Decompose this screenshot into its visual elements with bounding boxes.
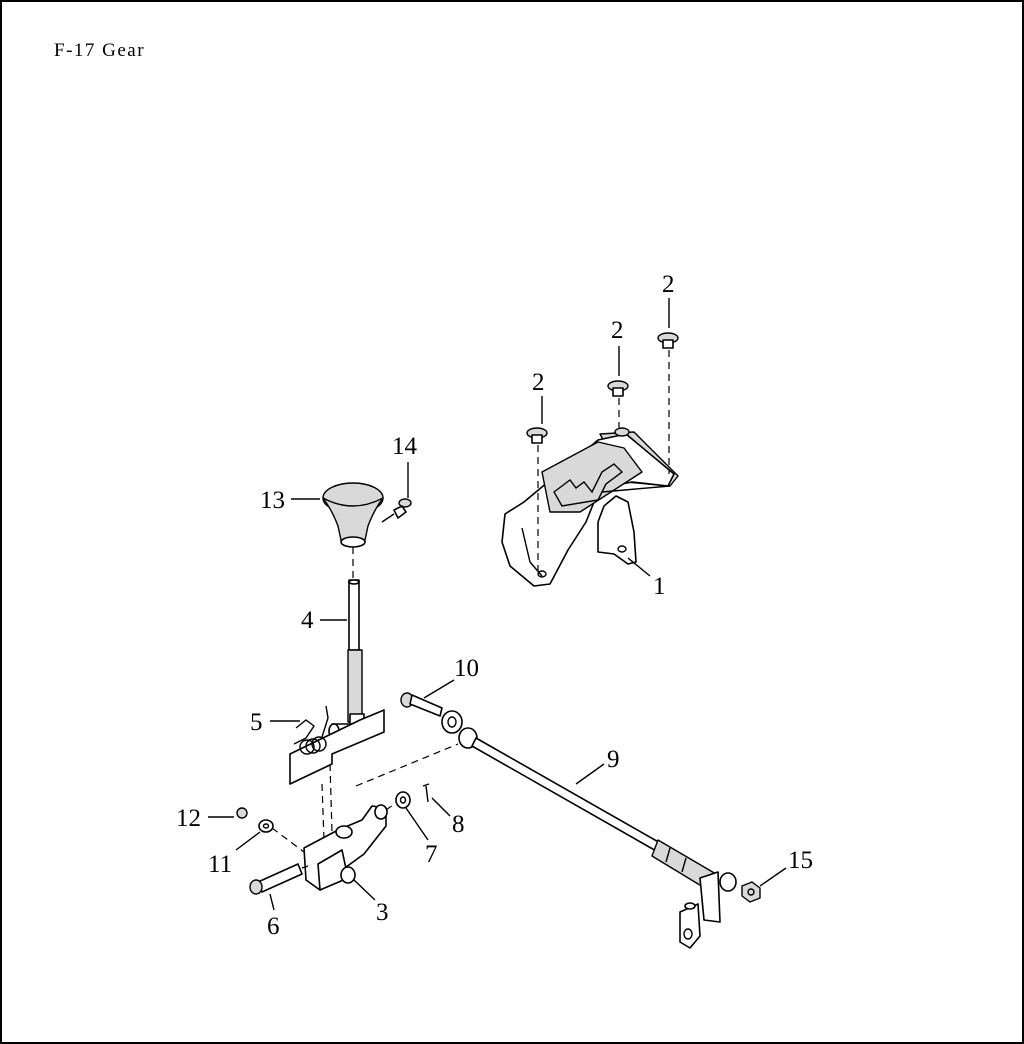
rod-end-nut (741, 881, 761, 903)
shift-lever (328, 547, 365, 739)
callout-7: 7 (425, 841, 438, 868)
callout-11: 11 (208, 851, 232, 878)
callout-2-middle: 2 (611, 317, 624, 344)
callout-2-right: 2 (662, 271, 675, 298)
pivot-bolt (249, 863, 309, 895)
shift-gate-cover (501, 431, 679, 587)
callout-8: 8 (452, 811, 465, 838)
knob-set-screw (381, 498, 412, 523)
spring-bracket (289, 705, 385, 841)
callout-3: 3 (376, 899, 389, 926)
callout-1: 1 (653, 573, 666, 600)
shift-knob (322, 482, 384, 548)
callout-12: 12 (176, 805, 201, 832)
callout-6: 6 (267, 913, 280, 940)
rod-end-bolt (400, 692, 463, 734)
callout-2-left: 2 (532, 369, 545, 396)
leader-lines (208, 298, 787, 911)
lower-lever (303, 743, 459, 891)
washer-and-nut (236, 807, 305, 853)
washer-and-pin (395, 783, 430, 809)
callout-4: 4 (301, 607, 314, 634)
callout-9: 9 (607, 746, 620, 773)
shift-rod (458, 727, 737, 949)
flange-bolts (526, 332, 679, 572)
callout-5: 5 (250, 709, 263, 736)
callout-14: 14 (392, 433, 418, 460)
callouts: 1 2 2 2 3 4 5 6 7 8 9 10 11 12 13 14 15 (176, 271, 813, 940)
callout-13: 13 (260, 487, 285, 514)
page-title: F-17 Gear (54, 40, 146, 61)
callout-15: 15 (788, 847, 813, 874)
callout-10: 10 (454, 655, 479, 682)
